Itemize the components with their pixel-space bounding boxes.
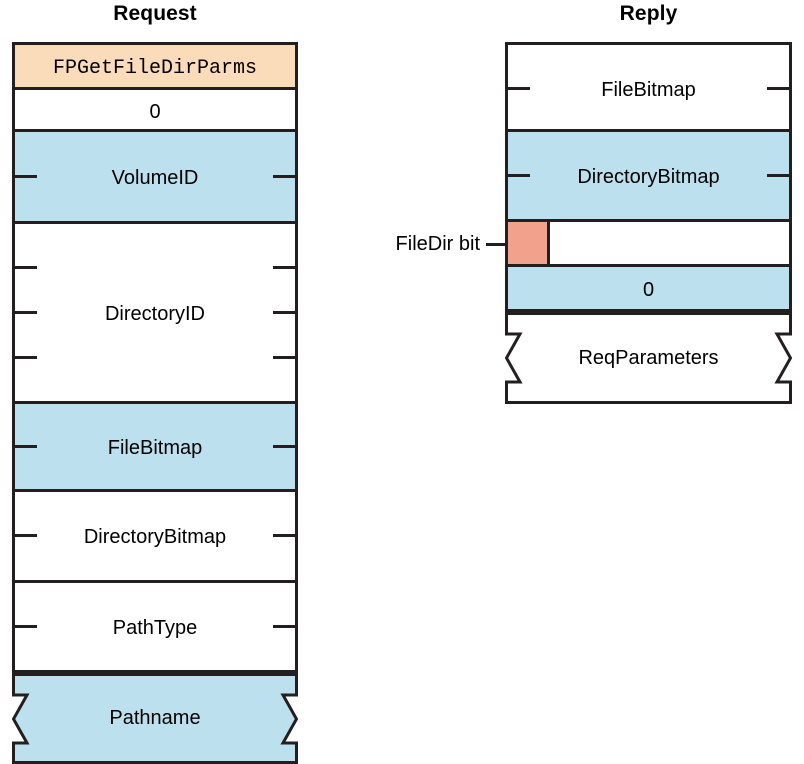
reply-field-req-parameters: ReqParameters [505, 312, 792, 404]
reply-field-pad-zero: 0 [505, 267, 792, 312]
request-field-path-type-label: PathType [112, 617, 198, 639]
request-field-pad-zero: 0 [12, 90, 298, 132]
request-field-command-label: FPGetFileDirParms [52, 57, 258, 80]
filedir-bit-callout-label: FileDir bit [395, 233, 480, 255]
reply-field-file-bitmap-label: FileBitmap [601, 79, 696, 101]
reply-field-file-bitmap-tick-right [767, 87, 789, 90]
request-packet-column: FPGetFileDirParms 0 VolumeID DirectoryID… [12, 42, 298, 764]
filedir-bit-callout-leader-line [486, 243, 508, 246]
request-field-pathname: Pathname [12, 673, 298, 764]
request-field-file-bitmap: FileBitmap [12, 404, 298, 492]
reply-field-filedir-row [505, 222, 792, 267]
request-field-volume-id-label: VolumeID [111, 167, 199, 189]
request-field-directory-bitmap-label: DirectoryBitmap [83, 526, 227, 548]
request-field-file-bitmap-tick-left [15, 445, 37, 448]
request-field-path-type-tick-left [15, 625, 37, 628]
request-field-path-type-tick-right [273, 625, 295, 628]
request-field-directory-id-tick-left-1 [15, 266, 37, 269]
reply-field-directory-bitmap: DirectoryBitmap [505, 132, 792, 222]
request-field-directory-bitmap-tick-left [15, 534, 37, 537]
request-field-directory-id-tick-right-1 [273, 266, 295, 269]
request-field-path-type: PathType [12, 583, 298, 673]
reply-field-file-bitmap: FileBitmap [505, 42, 792, 132]
request-field-directory-bitmap: DirectoryBitmap [12, 492, 298, 583]
reply-field-directory-bitmap-tick-left [508, 174, 530, 177]
request-field-directory-id-tick-right-3 [273, 356, 295, 359]
reply-field-req-parameters-label: ReqParameters [578, 347, 719, 369]
reply-column-title: Reply [619, 2, 678, 25]
request-field-volume-id: VolumeID [12, 132, 298, 224]
request-field-file-bitmap-tick-right [273, 445, 295, 448]
request-field-file-bitmap-label: FileBitmap [107, 437, 203, 459]
request-field-volume-id-tick-right [273, 175, 295, 178]
reply-field-directory-bitmap-tick-right [767, 174, 789, 177]
request-field-command: FPGetFileDirParms [12, 42, 298, 90]
reply-filedir-bit [508, 222, 550, 264]
request-field-directory-bitmap-tick-right [273, 534, 295, 537]
request-field-directory-id-tick-left-3 [15, 356, 37, 359]
request-column-title: Request [113, 2, 197, 25]
reply-field-req-parameters-shape [505, 312, 792, 404]
request-field-directory-id-tick-right-2 [273, 311, 295, 314]
request-field-pathname-label: Pathname [109, 707, 201, 729]
request-field-directory-id-tick-left-2 [15, 311, 37, 314]
request-field-directory-id: DirectoryID [12, 224, 298, 404]
reply-field-file-bitmap-tick-left [508, 87, 530, 90]
reply-field-directory-bitmap-label: DirectoryBitmap [577, 166, 720, 188]
request-field-volume-id-tick-left [15, 175, 37, 178]
request-field-directory-id-label: DirectoryID [104, 303, 205, 325]
request-field-pathname-shape [12, 673, 298, 764]
request-field-pad-zero-label: 0 [149, 101, 161, 123]
reply-packet-column: FileBitmap DirectoryBitmap 0 ReqParamete… [505, 42, 792, 404]
reply-field-pad-zero-label: 0 [642, 279, 655, 301]
